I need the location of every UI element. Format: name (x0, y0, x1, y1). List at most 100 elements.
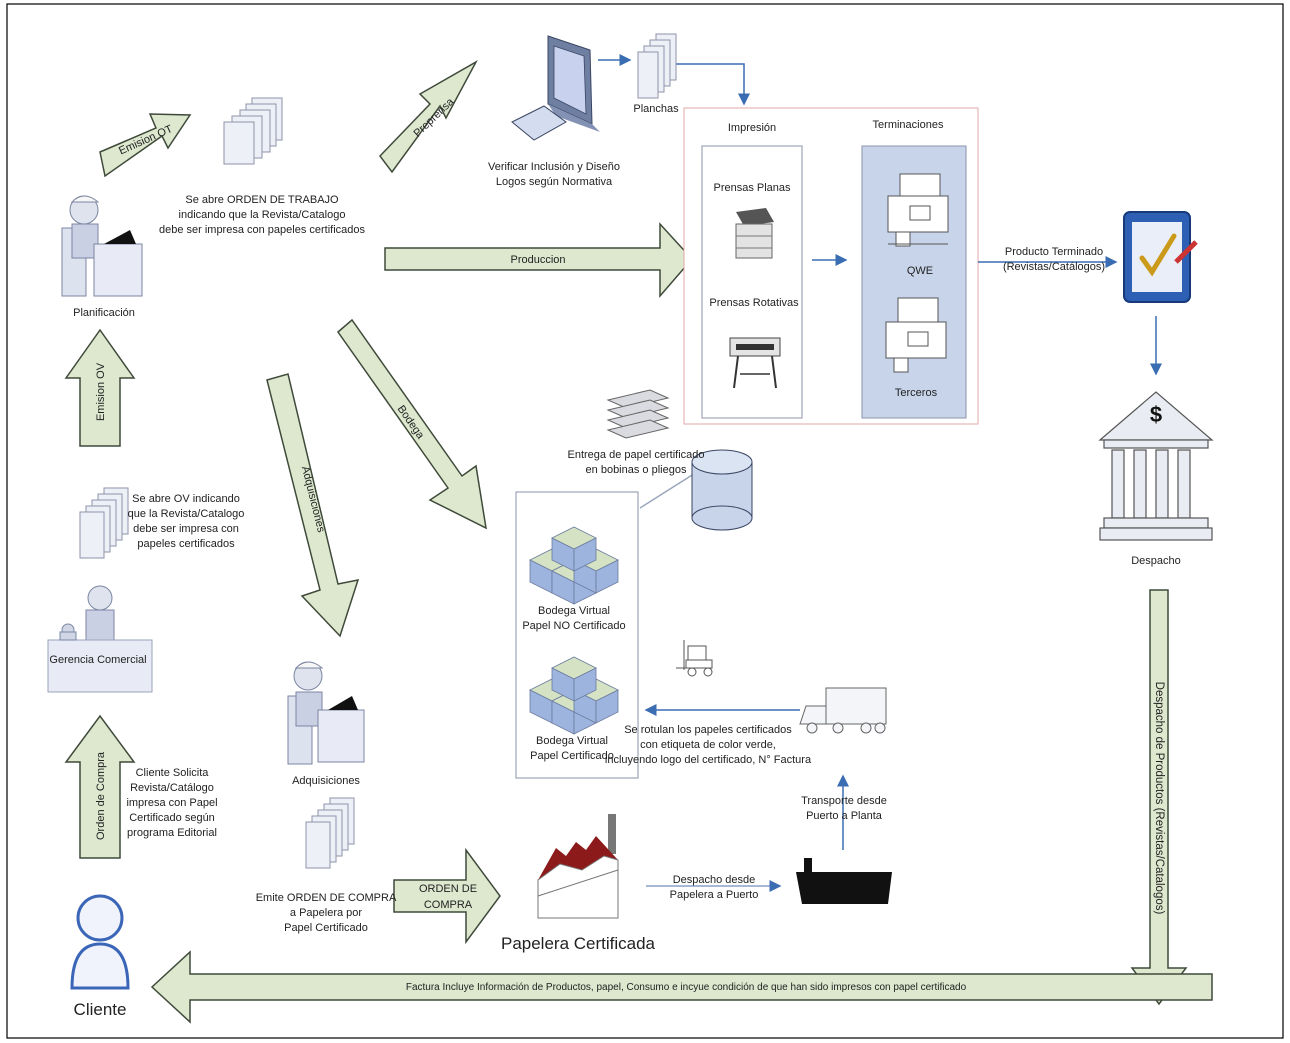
orden-compra-box-arrow (393, 847, 501, 945)
factura-arrow (150, 950, 1213, 1024)
producto-terminado-line: Producto Terminado (1004, 246, 1104, 258)
planchas-documents-icon (637, 33, 677, 99)
emite-oc-line: Papel Certificado (284, 922, 368, 934)
emite-oc-line: a Papelera por (289, 907, 363, 919)
orden-de-compra-label: Orden de Compra (95, 751, 107, 840)
despacho-bank-icon (1098, 391, 1214, 541)
terminaciones-label: Terminaciones (872, 119, 944, 131)
ot-note-line: Se abre ORDEN DE TRABAJO (185, 194, 339, 206)
bodega-arrow (336, 318, 487, 530)
prensas-planas-label: Prensas Planas (713, 182, 791, 194)
producto-terminado-line: (Revistas/Catálogos) (1002, 261, 1106, 273)
producto-terminado-label: Producto Terminado (Revistas/Catálogos) (1003, 245, 1105, 275)
paper-roll-icon (691, 449, 753, 531)
emision-ov-arrow (64, 328, 136, 447)
qwe-machine-icon (887, 173, 949, 247)
emision-ov-label: Emision OV (95, 362, 107, 421)
adquisiciones-arrow (266, 373, 360, 638)
cube-face (595, 559, 619, 594)
ov-note-line: que la Revista/Catalogo (127, 508, 245, 520)
terceros-label: Terceros (894, 387, 938, 399)
adquisiciones-person-icon (287, 661, 365, 765)
paper-stack-icon (606, 389, 670, 439)
ot-note-line: indicando que la Revista/Catalogo (178, 209, 346, 221)
verificar-line: Logos según Normativa (495, 176, 613, 188)
despacho-productos-label: Despacho de Productos (Revistas/Catalogo… (1153, 682, 1165, 915)
bodega-no-cert-line: Bodega Virtual (538, 605, 610, 617)
cliente-solicita-line: Certificado según (129, 812, 215, 824)
prensa-rotativa-icon (729, 337, 781, 389)
papelera-factory-icon (537, 814, 619, 919)
orden-compra-box-label-1: ORDEN DE (419, 883, 477, 895)
entrega-papel-note: Entrega de papel certificado en bobinas … (568, 448, 705, 478)
preprensa-arrow (379, 60, 478, 174)
entrega-papel-line: Entrega de papel certificado (567, 449, 705, 461)
cube-face (573, 537, 597, 572)
terceros-machine-icon (885, 297, 947, 373)
ov-note-line: papeles certificados (137, 538, 235, 550)
verificar-line: Verificar Inclusión y Diseño (487, 161, 621, 173)
bodega-certificado-label: Bodega Virtual Papel Certificado (530, 734, 614, 764)
producto-terminado-check-icon (1123, 211, 1198, 303)
prensa-plana-icon (735, 208, 774, 259)
cube-face (573, 667, 597, 702)
forklift-icon (676, 640, 713, 677)
entrega-papel-line: en bobinas o pliegos (585, 464, 687, 476)
despacho-desde-note: Despacho desde Papelera a Puerto (670, 873, 759, 903)
bodega-cert-line: Bodega Virtual (536, 735, 608, 747)
prensas-rotativas-label: Prensas Rotativas (709, 297, 799, 309)
cliente-solicita-line: Cliente Solicita (135, 767, 209, 779)
ot-note: Se abre ORDEN DE TRABAJO indicando que l… (159, 193, 365, 238)
adquisiciones-label-text: Adquisiciones (292, 775, 360, 787)
gerencia-comercial-icon (47, 585, 153, 693)
bodega-no-certificado-label: Bodega Virtual Papel NO Certificado (522, 604, 625, 634)
orden-de-compra-arrow (64, 714, 136, 859)
gerencia-comercial-label: Gerencia Comercial (49, 654, 147, 666)
produccion-label: Produccion (510, 254, 565, 266)
planificacion-person-icon (61, 195, 143, 297)
oc-documents-icon (305, 797, 355, 869)
computer-icon (511, 35, 600, 141)
cliente-icon (70, 894, 130, 990)
emite-oc-line: Emite ORDEN DE COMPRA (255, 892, 397, 904)
bodega-no-certificado-cubes-icon (529, 526, 619, 605)
cliente-solicita-line: Revista/Catálogo (130, 782, 214, 794)
planificacion-label: Planificación (73, 307, 135, 319)
diagram-border (6, 3, 1284, 1039)
orden-compra-box-label-2: COMPRA (424, 899, 473, 911)
rotulan-line: Se rotulan los papeles certificados (624, 724, 792, 736)
cliente-solicita-line: impresa con Papel (126, 797, 218, 809)
ov-note-line: Se abre OV indicando (132, 493, 240, 505)
bodega-certificado-cubes-icon (529, 656, 619, 735)
rotulan-line: con etiqueta de color verde, (640, 739, 776, 751)
rotulan-note: Se rotulan los papeles certificados con … (605, 723, 811, 768)
ov-note-line: debe ser impresa con (133, 523, 239, 535)
despacho-desde-line: Despacho desde (672, 874, 756, 886)
emite-oc-note: Emite ORDEN DE COMPRA a Papelera por Pap… (256, 891, 397, 936)
bodega-no-cert-line: Papel NO Certificado (522, 620, 626, 632)
planchas-to-impresion-line (676, 63, 750, 106)
factura-label: Factura Incluye Información de Productos… (406, 982, 967, 993)
ot-note-line: debe ser impresa con papeles certificado… (158, 224, 366, 236)
verificar-note: Verificar Inclusión y Diseño Logos según… (488, 160, 620, 190)
qwe-label: QWE (906, 265, 934, 277)
bodega-cert-line: Papel Certificado (530, 750, 614, 762)
transporte-note: Transporte desde Puerto a Planta (801, 794, 887, 824)
impresion-label: Impresión (727, 122, 777, 134)
impresion-box (701, 145, 803, 419)
papelera-certificada-label: Papelera Certificada (500, 934, 656, 953)
despacho-desde-line: Papelera a Puerto (669, 889, 759, 901)
rotulan-line: incluyendo logo del certificado, N° Fact… (604, 754, 812, 766)
ov-note: Se abre OV indicando que la Revista/Cata… (128, 492, 245, 552)
produccion-arrow (384, 222, 694, 299)
cube-face (595, 689, 619, 724)
cliente-solicita-note: Cliente Solicita Revista/Catálogo impres… (126, 766, 217, 841)
ship-icon (796, 858, 892, 904)
ov-documents-icon (79, 487, 129, 559)
transporte-line: Transporte desde (801, 795, 887, 807)
ot-documents-icon (223, 97, 283, 165)
emision-ot-arrow (99, 113, 192, 178)
bobina-to-bodega-line (639, 469, 701, 509)
cliente-solicita-line: programa Editorial (127, 827, 217, 839)
